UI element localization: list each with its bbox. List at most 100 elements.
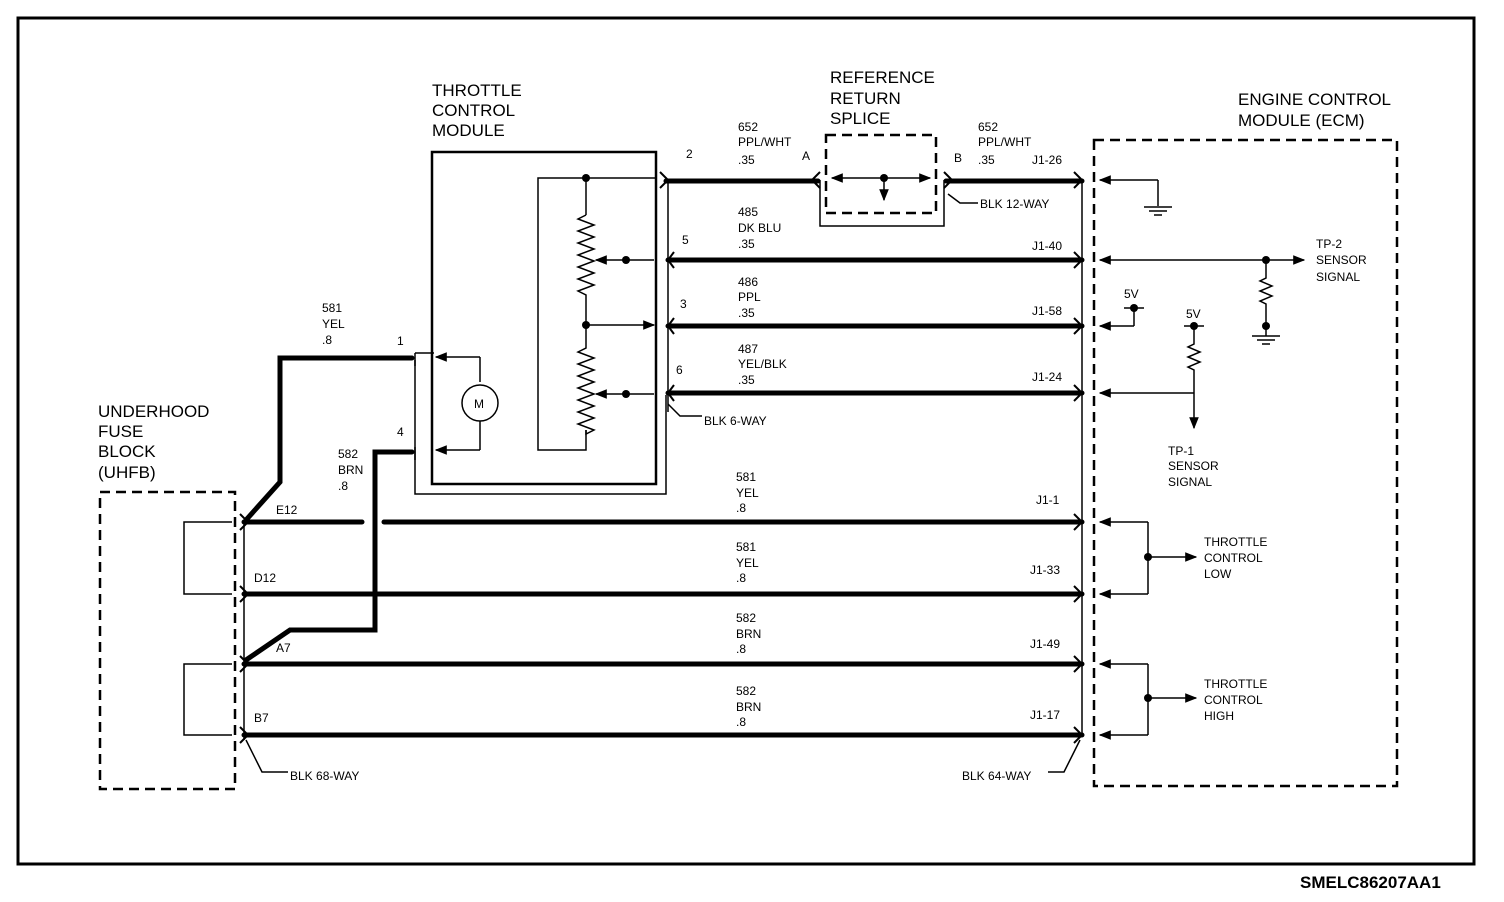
wire-label: 487	[738, 342, 758, 356]
signal-label: CONTROL	[1204, 551, 1263, 565]
wire-label: PPL/WHT	[738, 135, 792, 149]
tcm-label: MODULE	[432, 121, 505, 140]
ecm-splice-dot	[1190, 322, 1198, 330]
wire-label: .8	[736, 715, 746, 729]
ecm-splice-dot	[1144, 694, 1152, 702]
connector-lines	[243, 181, 1083, 773]
tcm-splice-dot	[622, 256, 630, 264]
tcm-pin-label: 5	[682, 233, 689, 247]
wire-label: 652	[738, 120, 758, 134]
wire-label: .8	[736, 571, 746, 585]
splice-internals	[819, 173, 945, 227]
signal-labels: TP-2 SENSOR SIGNAL TP-1 SENSOR SIGNAL TH…	[1124, 237, 1367, 723]
wire-label: DK BLU	[738, 221, 781, 235]
wire-labels: 652 PPL/WHT .35 652 PPL/WHT .35 485 DK B…	[322, 120, 1032, 729]
signal-label: SIGNAL	[1168, 475, 1212, 489]
wire-label: YEL/BLK	[738, 357, 787, 371]
uhfb-pin-labels: E12 D12 A7 B7	[254, 503, 298, 725]
uhfb-label: UNDERHOOD	[98, 402, 209, 421]
ecm-splice-dot	[1130, 304, 1138, 312]
ecm-box	[1092, 138, 1399, 788]
connector-blk64-label: BLK 64-WAY	[962, 769, 1031, 783]
wire-label: YEL	[322, 317, 345, 331]
tcm-internals	[415, 177, 656, 455]
tcm-box	[430, 150, 658, 486]
signal-label: TP-1	[1168, 444, 1194, 458]
ecm-pin-label: J1-1	[1036, 493, 1060, 507]
tcm-pin-label: 3	[680, 297, 687, 311]
wire-label: .35	[738, 373, 755, 387]
tcm-pin-label: 1	[397, 334, 404, 348]
signal-label: THROTTLE	[1204, 677, 1267, 691]
diagram-border	[16, 16, 1476, 866]
tcm-pin-label: 4	[397, 425, 404, 439]
uhfb-label: BLOCK	[98, 442, 156, 461]
wire-label: 582	[338, 447, 358, 461]
connector-blk68-label: BLK 68-WAY	[290, 769, 359, 783]
tcm-splice-dot	[582, 174, 590, 182]
component-labels: THROTTLE CONTROL MODULE REFERENCE RETURN…	[98, 68, 1391, 482]
voltage-label: 5V	[1186, 307, 1201, 321]
wire-label: .8	[736, 501, 746, 515]
wire-label: BRN	[736, 627, 761, 641]
wire-label: .35	[978, 153, 995, 167]
wire-label: 652	[978, 120, 998, 134]
wire-label: .35	[738, 237, 755, 251]
ecm-pin-label: J1-58	[1032, 304, 1062, 318]
connector-blk6-label: BLK 6-WAY	[704, 414, 767, 428]
wire-label: 486	[738, 275, 758, 289]
connector-blk12-label: BLK 12-WAY	[980, 197, 1049, 211]
wire-label: PPL	[738, 290, 761, 304]
connector-chevrons	[239, 171, 1084, 744]
signal-label: SENSOR	[1168, 459, 1219, 473]
ecm-pin-labels: J1-26 J1-40 J1-58 J1-24 J1-1 J1-33 J1-49…	[1030, 153, 1062, 722]
uhfb-internal	[183, 521, 232, 736]
signal-label: LOW	[1204, 567, 1232, 581]
wire-label: BRN	[338, 463, 363, 477]
ecm-pin-label: J1-40	[1032, 239, 1062, 253]
ecm-pin-label: J1-17	[1030, 708, 1060, 722]
ecm-pin-label: J1-26	[1032, 153, 1062, 167]
splice-label: RETURN	[830, 89, 901, 108]
splice-box	[824, 133, 938, 215]
ecm-pin-label: J1-49	[1030, 637, 1060, 651]
splice-label: REFERENCE	[830, 68, 935, 87]
ecm-label: MODULE (ECM)	[1238, 111, 1365, 130]
tcm-pin-label: 6	[676, 363, 683, 377]
tcm-pin-labels: 1 4 2 5 3 6	[397, 147, 693, 439]
connector-labels: BLK 12-WAY BLK 6-WAY BLK 68-WAY BLK 64-W…	[290, 149, 1049, 783]
uhfb-label: (UHFB)	[98, 463, 156, 482]
splice-pin-label: B	[954, 151, 962, 165]
wire-label: YEL	[736, 556, 759, 570]
wire-label: 582	[736, 684, 756, 698]
uhfb-label: FUSE	[98, 422, 143, 441]
uhfb-pin-label: D12	[254, 571, 276, 585]
tcm-splice-dot	[622, 390, 630, 398]
wire-label: .8	[338, 479, 348, 493]
wire-label: PPL/WHT	[978, 135, 1032, 149]
wire-label: YEL	[736, 486, 759, 500]
wire-label: .35	[738, 153, 755, 167]
signal-label: CONTROL	[1204, 693, 1263, 707]
tcm-label: THROTTLE	[432, 81, 522, 100]
wire-label: .8	[736, 642, 746, 656]
uhfb-pin-label: E12	[276, 503, 298, 517]
ecm-splice-dot	[1262, 322, 1270, 330]
tcm-label: CONTROL	[432, 101, 515, 120]
wire-label: 581	[736, 540, 756, 554]
signal-label: HIGH	[1204, 709, 1234, 723]
signal-label: THROTTLE	[1204, 535, 1267, 549]
uhfb-pin-label: A7	[276, 641, 291, 655]
ecm-internal	[1098, 175, 1306, 740]
uhfb-pin-label: B7	[254, 711, 269, 725]
signal-label: SIGNAL	[1316, 270, 1360, 284]
ecm-pin-label: J1-24	[1032, 370, 1062, 384]
diagram-code: SMELC86207AA1	[1300, 873, 1441, 892]
wire-label: BRN	[736, 700, 761, 714]
splice-dot	[880, 174, 888, 182]
signal-label: TP-2	[1316, 237, 1342, 251]
wire-label: 485	[738, 205, 758, 219]
wire-label: 581	[322, 301, 342, 315]
